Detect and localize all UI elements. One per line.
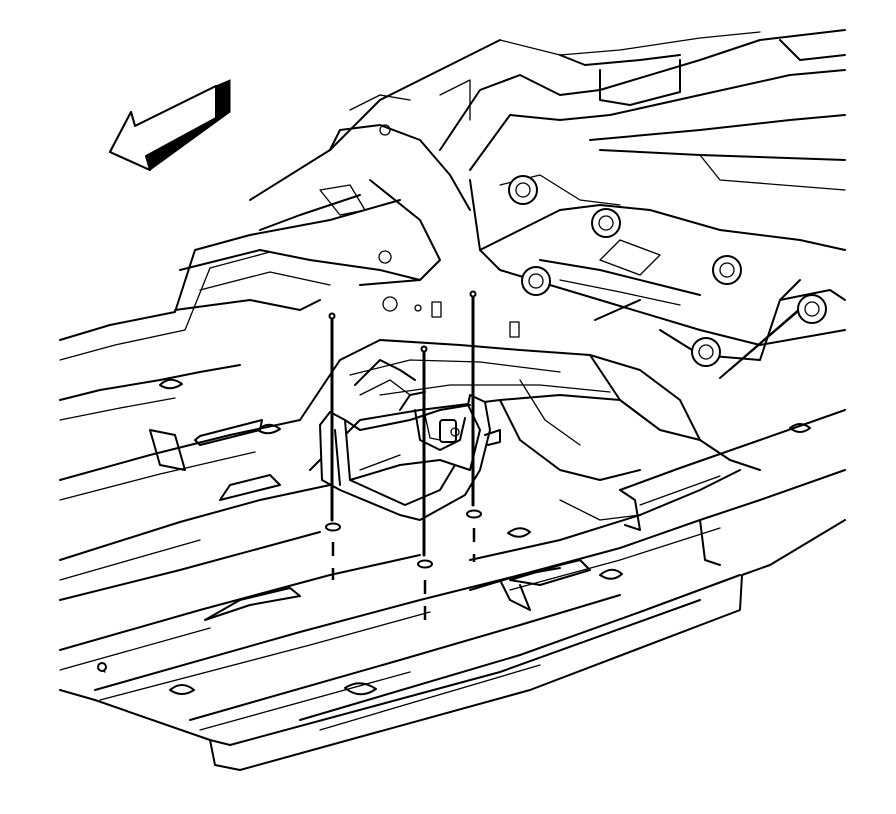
nut-center [417,559,433,569]
direction-arrow-icon [109,79,231,171]
nut-left [325,522,341,532]
floor-ribs [149,419,721,611]
front-pillar-area [174,39,501,311]
console-bracket [319,359,501,521]
fasteners [325,290,482,620]
center-tunnel [299,339,761,521]
rear-seat-crossmember [439,29,846,379]
nut-right [466,509,482,519]
floor-holes [97,296,811,696]
